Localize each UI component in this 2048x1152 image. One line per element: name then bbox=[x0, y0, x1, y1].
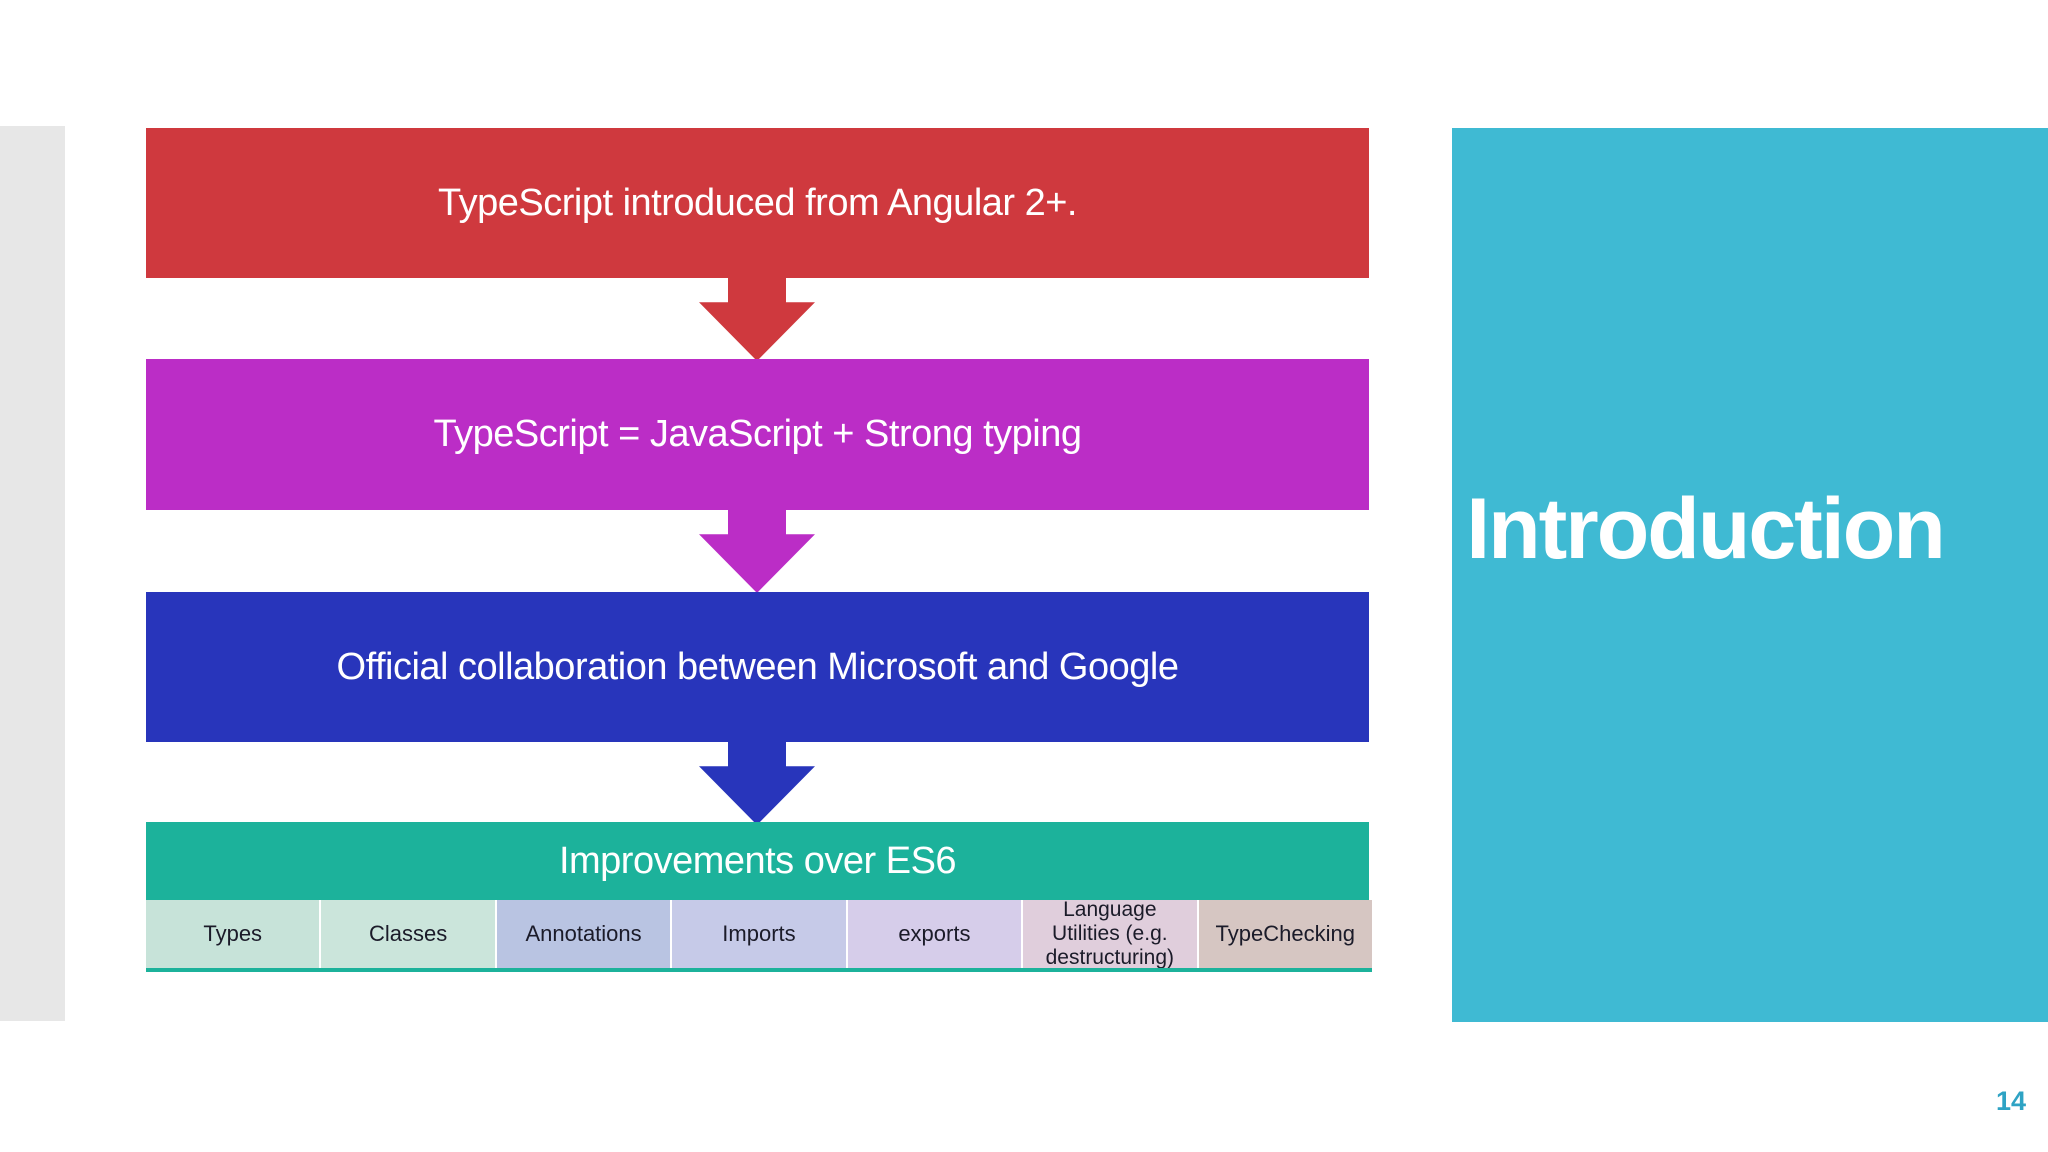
page-number: 14 bbox=[1995, 1086, 2027, 1116]
feature-cell-types: Types bbox=[146, 900, 320, 968]
down-arrow-icon bbox=[699, 741, 815, 825]
feature-cell-label: Types bbox=[203, 921, 263, 947]
feature-cell-imports: Imports bbox=[672, 900, 846, 968]
flow-box-angular: TypeScript introduced from Angular 2+. bbox=[146, 128, 1369, 278]
down-arrow-icon bbox=[699, 509, 815, 593]
features-underline bbox=[146, 968, 1372, 972]
flow-box-strong-typing: TypeScript = JavaScript + Strong typing bbox=[146, 359, 1369, 510]
feature-cell-exports: exports bbox=[847, 900, 1022, 968]
flow-box-collaboration: Official collaboration between Microsoft… bbox=[146, 592, 1369, 742]
es6-features-row: Types Classes Annotations Imports export… bbox=[146, 897, 1372, 970]
feature-cell-label: Annotations bbox=[525, 921, 642, 947]
feature-cell-annotations: Annotations bbox=[496, 900, 671, 968]
flow-box-label: TypeScript = JavaScript + Strong typing bbox=[433, 413, 1082, 455]
section-title: Introduction bbox=[1466, 481, 1946, 577]
feature-cell-label: TypeChecking bbox=[1215, 921, 1355, 947]
flow-box-es6-improvements: Improvements over ES6 bbox=[146, 822, 1369, 900]
feature-cell-classes: Classes bbox=[321, 900, 495, 968]
feature-cell-label: Imports bbox=[722, 921, 796, 947]
section-title-panel: Introduction bbox=[1452, 128, 2048, 1022]
left-accent-strip bbox=[0, 126, 65, 1021]
flow-box-label: Official collaboration between Microsoft… bbox=[336, 645, 1179, 688]
feature-cell-label: Language Utilities (e.g. destructuring) bbox=[1045, 897, 1175, 970]
down-arrow-icon bbox=[699, 277, 815, 361]
feature-cell-label: Classes bbox=[369, 921, 448, 947]
feature-cell-label: exports bbox=[898, 921, 971, 947]
flow-box-label: Improvements over ES6 bbox=[558, 839, 957, 882]
feature-cell-typechecking: TypeChecking bbox=[1198, 900, 1372, 968]
flow-box-label: TypeScript introduced from Angular 2+. bbox=[438, 181, 1077, 224]
feature-cell-language-utilities: Language Utilities (e.g. destructuring) bbox=[1023, 897, 1197, 970]
